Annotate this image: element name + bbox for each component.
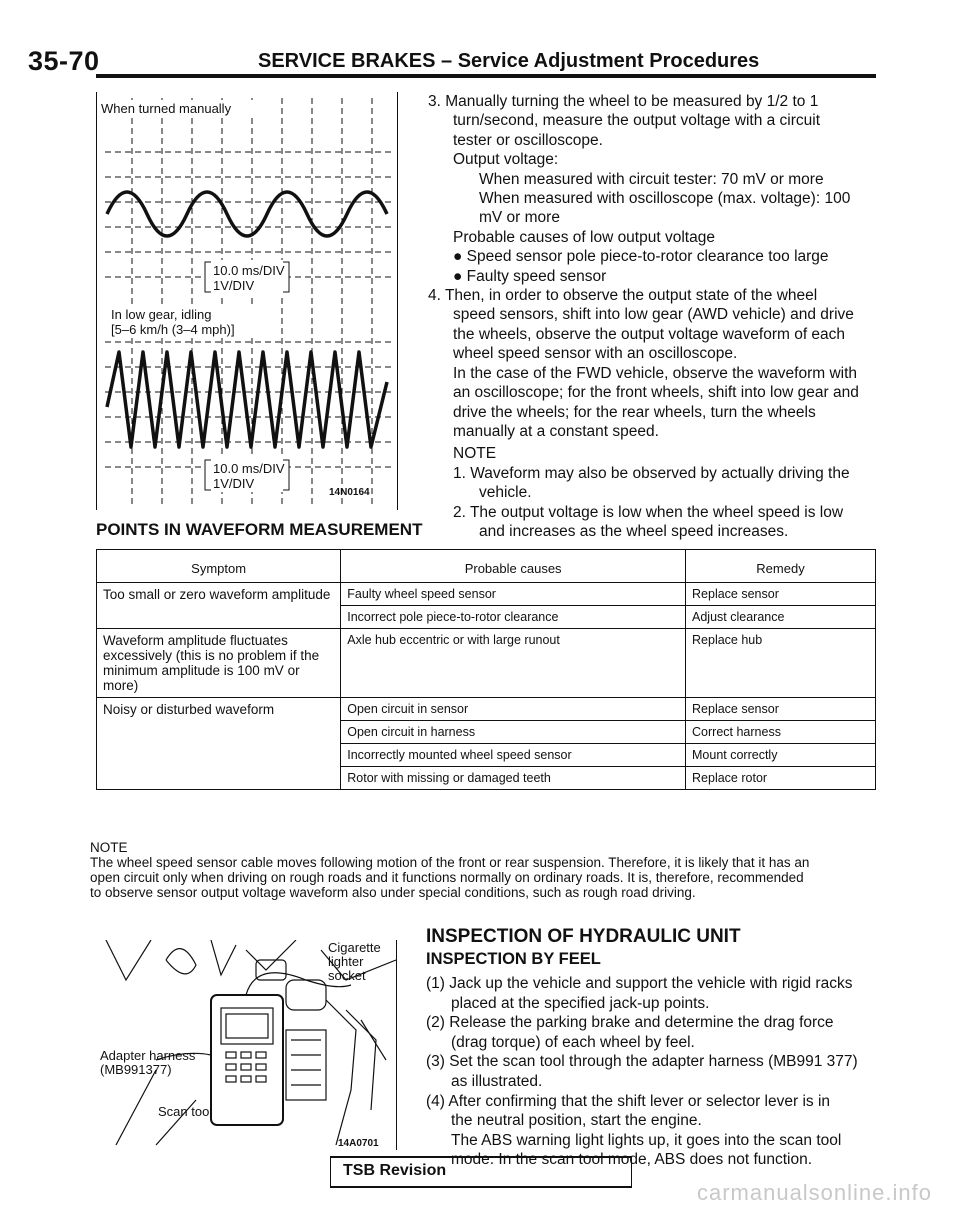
remedy-cell: Replace hub [685,628,876,698]
remedy-cell: Replace rotor [685,766,876,790]
remedy-cell: Mount correctly [685,743,876,767]
table-row: Too small or zero waveform amplitude Fau… [95,582,876,629]
step-4-line-1: 4. Then, in order to observe the output … [428,287,818,305]
symptom-cell: Waveform amplitude fluctuates excessivel… [95,628,342,698]
note-bottom-line-2: open circuit only when driving on rough … [90,870,804,885]
waveform-trace-manual [105,190,389,238]
hyd-step-4-a: (4) After confirming that the shift leve… [426,1092,831,1110]
waveform-diagram: When turned manually 10.0 ms/DIV 1V/DIV … [100,98,392,504]
probable-causes-label: Probable causes of low output voltage [453,228,715,246]
fwd-line-3: drive the wheels; for the rear wheels, t… [453,403,816,421]
step-4-line-2: speed sensors, shift into low gear (AWD … [453,306,854,324]
label-scan-tool: Scan tool [158,1104,212,1119]
tsb-revision-box: TSB Revision [330,1156,632,1188]
cause-cell: Faulty wheel speed sensor [340,582,687,606]
output-voltage-label: Output voltage: [453,151,559,169]
step-4-line-4: wheel speed sensor with an oscilloscope. [453,345,738,363]
scale-time-1: 10.0 ms/DIV [213,263,285,278]
table-row: Noisy or disturbed waveform Open circuit… [95,697,876,790]
remedy-cell: Replace sensor [685,697,876,721]
waveform-figure: When turned manually 10.0 ms/DIV 1V/DIV … [96,92,398,510]
step-3-line-2: turn/second, measure the output voltage … [453,112,821,130]
figure-code-1: 14N0164 [329,487,370,498]
hyd-step-4-b: the neutral position, start the engine. [451,1112,702,1130]
tester-spec: When measured with circuit tester: 70 mV… [479,170,824,188]
page-number: 35-70 [28,46,100,76]
label-cigarette: Cigarette [328,940,381,955]
hyd-step-3-b: as illustrated. [451,1072,543,1090]
hyd-step-1-b: placed at the specified jack-up points. [451,994,710,1012]
note-1-line-2: vehicle. [479,484,532,502]
hyd-step-1-a: (1) Jack up the vehicle and support the … [426,975,853,992]
note-title: NOTE [453,445,497,463]
label-socket: socket [328,968,366,983]
scan-tool-illustration: Cigarette lighter socket Adapter harness… [100,939,397,1149]
header-rule [96,74,876,78]
note-bottom-title: NOTE [90,840,128,855]
table-header-row: Symptom Probable causes Remedy [95,549,876,583]
note-bottom-line-1: The wheel speed sensor cable moves follo… [90,855,810,870]
fwd-line-2: an oscilloscope; for the front wheels, s… [453,384,859,402]
step-3-line-1: 3. Manually turning the wheel to be meas… [428,93,819,110]
label-low-gear-idling: In low gear, idling [111,307,211,322]
procedure-steps: 3. Manually turning the wheel to be meas… [428,92,883,541]
note-bottom-line-3: to observe sensor output voltage wavefor… [90,885,696,900]
waveform-trace-idling [105,350,389,449]
header-remedy: Remedy [685,549,876,583]
hyd-step-4-c: The ABS warning light lights up, it goes… [451,1131,842,1149]
note-1-line-1: 1. Waveform may also be observed by actu… [453,464,850,482]
oscilloscope-spec-1: When measured with oscilloscope (max. vo… [479,190,851,208]
cause-cell: Incorrect pole piece-to-rotor clearance [340,605,687,629]
label-adapter-harness: Adapter harness [100,1048,196,1063]
hyd-step-3-a: (3) Set the scan tool through the adapte… [426,1053,858,1071]
hyd-step-2-b: (drag torque) of each wheel by feel. [451,1033,695,1051]
cause-cell: Open circuit in harness [340,720,687,744]
hydraulic-title: INSPECTION OF HYDRAULIC UNIT [426,926,741,947]
table-row: Rotor with missing or damaged teeth Repl… [97,766,876,790]
cause-cell: Rotor with missing or damaged teeth [340,766,687,790]
header-causes: Probable causes [340,549,687,583]
cause-cell: Open circuit in sensor [340,697,687,721]
remedy-cell: Correct harness [685,720,876,744]
hydraulic-steps: (1) Jack up the vehicle and support the … [426,974,886,1170]
cause-cell: Incorrectly mounted wheel speed sensor [340,743,687,767]
cause-cell: Axle hub eccentric or with large runout [340,628,687,698]
points-table: Symptom Probable causes Remedy Too small… [95,549,876,790]
fwd-line-1: In the case of the FWD vehicle, observe … [453,364,858,382]
cause-1: ● Speed sensor pole piece-to-rotor clear… [453,248,829,266]
step-4-line-3: the wheels, observe the output voltage w… [453,325,846,343]
label-adapter-part: (MB991377) [100,1062,172,1077]
symptom-cell: Noisy or disturbed waveform [95,697,342,790]
cause-2: ● Faulty speed sensor [453,267,607,285]
scan-tool-figure: Cigarette lighter socket Adapter harness… [96,939,397,1150]
hydraulic-subtitle: INSPECTION BY FEEL [426,950,601,968]
points-title: POINTS IN WAVEFORM MEASUREMENT [96,520,423,539]
header-symptom: Symptom [95,549,342,583]
symptom-cell: Too small or zero waveform amplitude [95,582,342,629]
table-row: Waveform amplitude fluctuates excessivel… [95,628,876,698]
page-title: SERVICE BRAKES – Service Adjustment Proc… [258,50,760,72]
suspension-note: NOTE The wheel speed sensor cable moves … [90,840,890,900]
fwd-line-4: manually at a constant speed. [453,422,659,440]
step-3-line-3: tester or oscilloscope. [453,131,603,149]
label-when-turned-manually: When turned manually [101,101,232,116]
note-2-line-1: 2. The output voltage is low when the wh… [453,503,844,521]
hyd-step-2-a: (2) Release the parking brake and determ… [426,1014,834,1032]
scale-volt-2: 1V/DIV [213,476,255,491]
figure-code-2: 14A0701 [338,1138,379,1149]
remedy-cell: Replace sensor [685,582,876,606]
label-lighter: lighter [328,954,364,969]
tsb-revision-label: TSB Revision [343,1162,447,1179]
scale-volt-1: 1V/DIV [213,278,255,293]
label-speed-range: [5–6 km/h (3–4 mph)] [111,322,235,337]
remedy-cell: Adjust clearance [685,605,876,629]
oscilloscope-spec-2: mV or more [479,209,560,227]
table-row: Incorrectly mounted wheel speed sensor M… [97,743,876,767]
scale-time-2: 10.0 ms/DIV [213,461,285,476]
watermark: carmanualsonline.info [696,1180,932,1205]
note-2-line-2: and increases as the wheel speed increas… [479,522,789,540]
